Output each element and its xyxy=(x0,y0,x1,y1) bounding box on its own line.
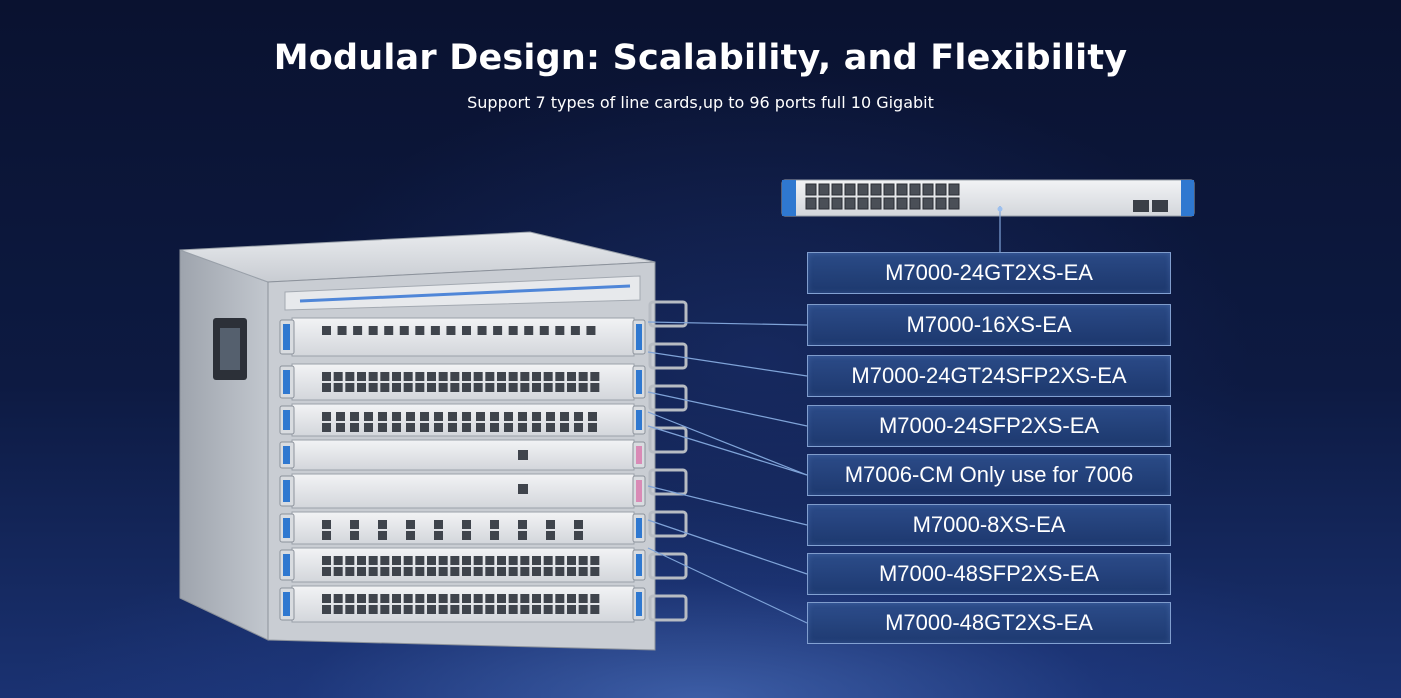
chassis-line-cards xyxy=(279,300,688,623)
chassis-card-slot xyxy=(279,585,646,623)
chassis-side xyxy=(179,249,269,641)
model-label: M7000-8XS-EA xyxy=(807,504,1171,546)
model-label: M7000-16XS-EA xyxy=(807,304,1171,346)
line-card-module xyxy=(781,179,1195,217)
chassis-card-slot xyxy=(279,363,646,401)
chassis-card-slot xyxy=(279,547,646,583)
model-label: M7000-24GT24SFP2XS-EA xyxy=(807,355,1171,397)
chassis-card-slot xyxy=(279,403,646,437)
model-label: M7000-48SFP2XS-EA xyxy=(807,553,1171,595)
chassis-card-slot xyxy=(279,473,646,509)
chassis-card-slot xyxy=(279,511,646,545)
connector-lines xyxy=(647,206,1003,624)
model-label: M7000-24GT2XS-EA xyxy=(807,252,1171,294)
model-label: M7006-CM Only use for 7006 xyxy=(807,454,1171,496)
page-title: Modular Design: Scalability, and Flexibi… xyxy=(273,38,1128,78)
page-subtitle: Support 7 types of line cards,up to 96 p… xyxy=(467,93,934,112)
model-label: M7000-48GT2XS-EA xyxy=(807,602,1171,644)
chassis-card-slot xyxy=(279,439,646,471)
model-label: M7000-24SFP2XS-EA xyxy=(807,405,1171,447)
chassis-card-slot xyxy=(279,317,646,357)
